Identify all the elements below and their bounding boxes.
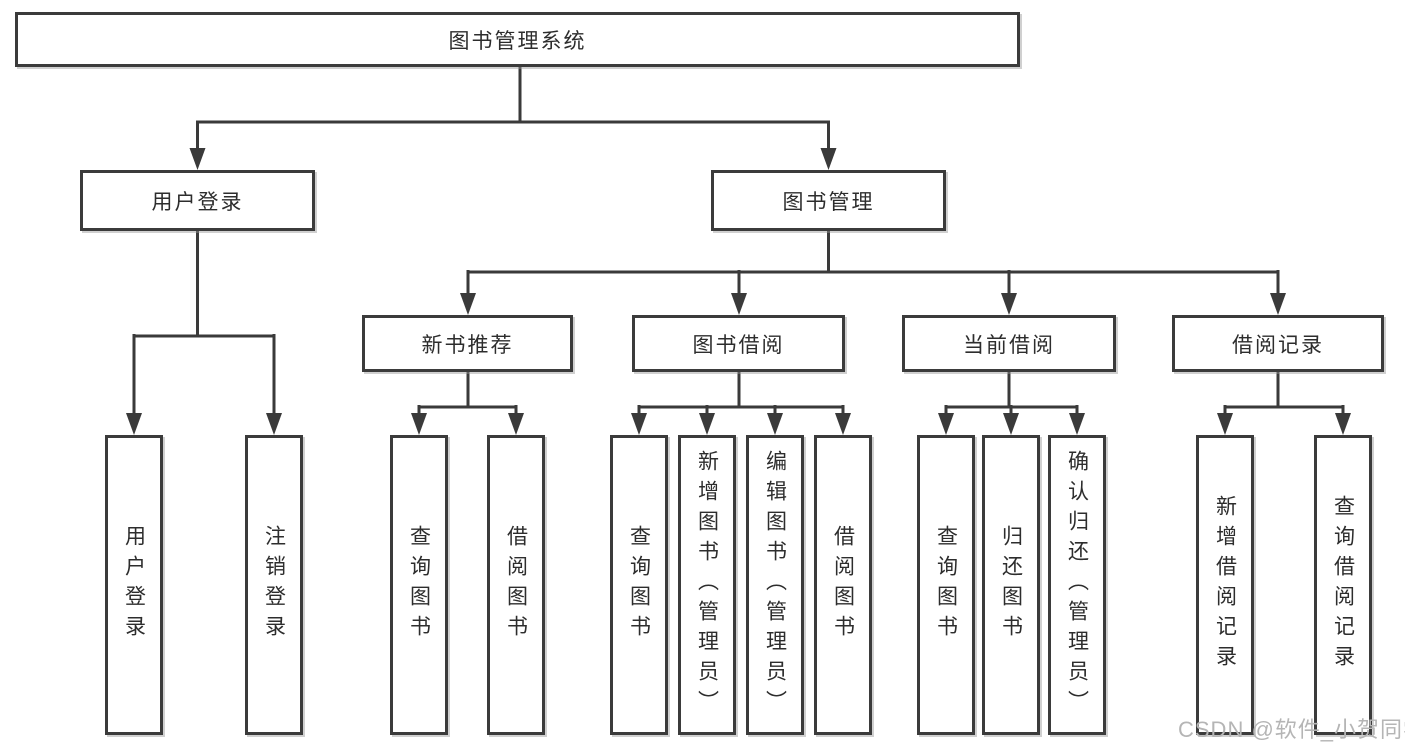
leaf-confirm-return-admin: 确认归还（管理员）: [1048, 435, 1106, 735]
leaf-query-borrow-record: 查询借阅记录: [1314, 435, 1372, 735]
leaf-borrow-books-label: 借阅图书: [831, 525, 855, 645]
leaf-borrow-books: 借阅图书: [814, 435, 872, 735]
leaf-borrow-books-recommend: 借阅图书: [487, 435, 545, 735]
node-new-book-recommend-label: 新书推荐: [421, 333, 514, 357]
arrow-down-icon: [731, 293, 747, 315]
node-root-label: 图书管理系统: [448, 29, 587, 53]
arrow-down-icon: [767, 413, 783, 435]
arrow-down-icon: [460, 293, 476, 315]
arrow-down-icon: [189, 148, 206, 170]
node-book-borrow-label: 图书借阅: [692, 333, 785, 357]
arrow-down-icon: [1003, 413, 1019, 435]
node-book-management-label: 图书管理: [782, 190, 875, 214]
arrow-down-icon: [1270, 293, 1286, 315]
leaf-query-books-borrow: 查询图书: [610, 435, 668, 735]
node-current-borrow-label: 当前借阅: [963, 333, 1055, 357]
arrow-down-icon: [266, 413, 282, 435]
node-book-borrow: 图书借阅: [632, 315, 845, 372]
leaf-edit-book-admin-label: 编辑图书（管理员）: [763, 450, 787, 720]
csdn-watermark: CSDN @软件_小贺同学: [1178, 717, 1405, 742]
leaf-query-books-recommend: 查询图书: [390, 435, 448, 735]
leaf-add-borrow-record: 新增借阅记录: [1196, 435, 1254, 735]
node-book-management: 图书管理: [711, 170, 946, 231]
leaf-return-books: 归还图书: [982, 435, 1040, 735]
node-borrow-records: 借阅记录: [1172, 315, 1384, 372]
leaf-logout-label: 注销登录: [262, 525, 286, 645]
arrow-down-icon: [1217, 413, 1233, 435]
arrow-down-icon: [938, 413, 954, 435]
leaf-add-borrow-record-label: 新增借阅记录: [1213, 495, 1237, 675]
arrow-down-icon: [1001, 293, 1017, 315]
node-borrow-records-label: 借阅记录: [1232, 333, 1324, 357]
leaf-query-books-current-label: 查询图书: [934, 525, 958, 645]
leaf-add-book-admin-label: 新增图书（管理员）: [695, 450, 719, 720]
leaf-user-login-label: 用户登录: [122, 525, 146, 645]
leaf-query-borrow-record-label: 查询借阅记录: [1331, 495, 1355, 675]
arrow-down-icon: [835, 413, 851, 435]
leaf-edit-book-admin: 编辑图书（管理员）: [746, 435, 804, 735]
arrow-down-icon: [508, 413, 524, 435]
node-user-login: 用户登录: [80, 170, 315, 231]
arrow-down-icon: [411, 413, 427, 435]
arrow-down-icon: [1069, 413, 1085, 435]
arrow-down-icon: [699, 413, 715, 435]
node-new-book-recommend: 新书推荐: [362, 315, 573, 372]
arrow-down-icon: [820, 148, 837, 170]
node-root: 图书管理系统: [15, 12, 1020, 67]
leaf-query-books-recommend-label: 查询图书: [407, 525, 431, 645]
leaf-logout: 注销登录: [245, 435, 303, 735]
arrow-down-icon: [631, 413, 647, 435]
leaf-user-login: 用户登录: [105, 435, 163, 735]
arrow-down-icon: [126, 413, 142, 435]
leaf-query-books-borrow-label: 查询图书: [627, 525, 651, 645]
node-user-login-label: 用户登录: [151, 190, 244, 214]
leaf-confirm-return-admin-label: 确认归还（管理员）: [1065, 450, 1089, 720]
arrow-down-icon: [1335, 413, 1351, 435]
leaf-add-book-admin: 新增图书（管理员）: [678, 435, 736, 735]
leaf-return-books-label: 归还图书: [999, 525, 1023, 645]
leaf-query-books-current: 查询图书: [917, 435, 975, 735]
leaf-borrow-books-recommend-label: 借阅图书: [504, 525, 528, 645]
node-current-borrow: 当前借阅: [902, 315, 1116, 372]
